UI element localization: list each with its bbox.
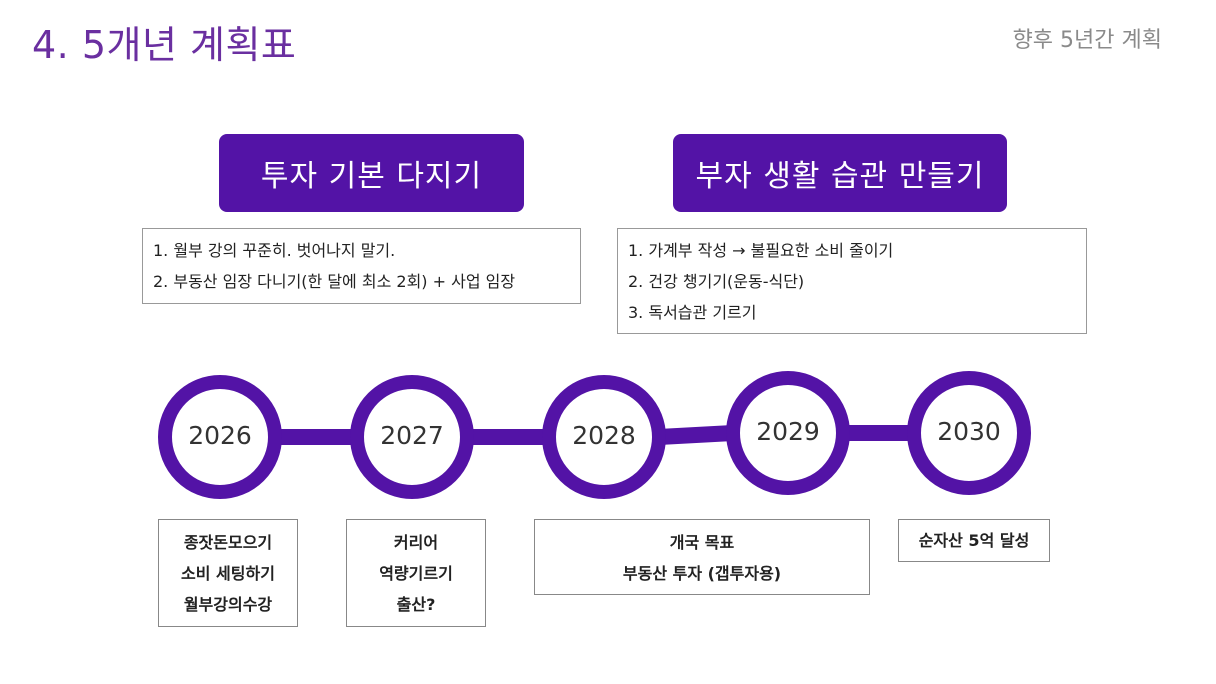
milestone-line: 소비 세팅하기 (181, 564, 275, 583)
habit-goals-box: 1. 가계부 작성 → 불필요한 소비 줄이기 2. 건강 챙기기(운동-식단)… (617, 228, 1087, 334)
year-label-2027: 2027 (380, 421, 444, 450)
goal-item: 2. 건강 챙기기(운동-식단) (628, 272, 805, 291)
year-label-2026: 2026 (188, 421, 252, 450)
timeline-node-2029 (726, 371, 850, 495)
milestone-line: 종잣돈모으기 (183, 533, 273, 552)
milestone-line: 출산? (396, 595, 436, 614)
timeline-node-2027 (350, 375, 474, 499)
timeline-node-2028 (542, 375, 666, 499)
milestone-line: 순자산 5억 달성 (918, 531, 1030, 550)
goal-item: 1. 가계부 작성 → 불필요한 소비 줄이기 (628, 241, 894, 260)
milestone-line: 역량기르기 (379, 564, 453, 583)
goal-item: 2. 부동산 임장 다니기(한 달에 최소 2회) + 사업 임장 (153, 272, 516, 291)
timeline-node-2030 (907, 371, 1031, 495)
timeline-node-2026 (158, 375, 282, 499)
goal-item: 1. 월부 강의 꾸준히. 벗어나지 말기. (153, 241, 396, 260)
year-label-2028: 2028 (572, 421, 636, 450)
theme-banner-wealth-habits: 부자 생활 습관 만들기 (673, 134, 1007, 212)
page-subtitle: 향후 5년간 계획 (1012, 28, 1162, 53)
milestone-box-2028: 개국 목표 부동산 투자 (갭투자용) (534, 519, 870, 595)
milestone-line: 개국 목표 (669, 533, 735, 552)
timeline-layer (158, 371, 1031, 499)
milestone-line: 월부강의수강 (183, 595, 273, 614)
year-label-2030: 2030 (937, 417, 1001, 446)
milestone-line: 부동산 투자 (갭투자용) (622, 564, 782, 583)
year-label-2029: 2029 (756, 417, 820, 446)
theme-banner-investment-basics: 투자 기본 다지기 (219, 134, 524, 212)
milestone-box-2030: 순자산 5억 달성 (898, 519, 1050, 562)
investment-goals-box: 1. 월부 강의 꾸준히. 벗어나지 말기. 2. 부동산 임장 다니기(한 달… (142, 228, 581, 304)
milestone-box-2026: 종잣돈모으기 소비 세팅하기 월부강의수강 (158, 519, 298, 627)
milestone-line: 커리어 (393, 533, 439, 552)
goal-item: 3. 독서습관 기르기 (628, 303, 757, 322)
page-title: 4. 5개년 계획표 (32, 23, 297, 67)
milestone-box-2027: 커리어 역량기르기 출산? (346, 519, 486, 627)
timeline-connector (658, 425, 734, 445)
